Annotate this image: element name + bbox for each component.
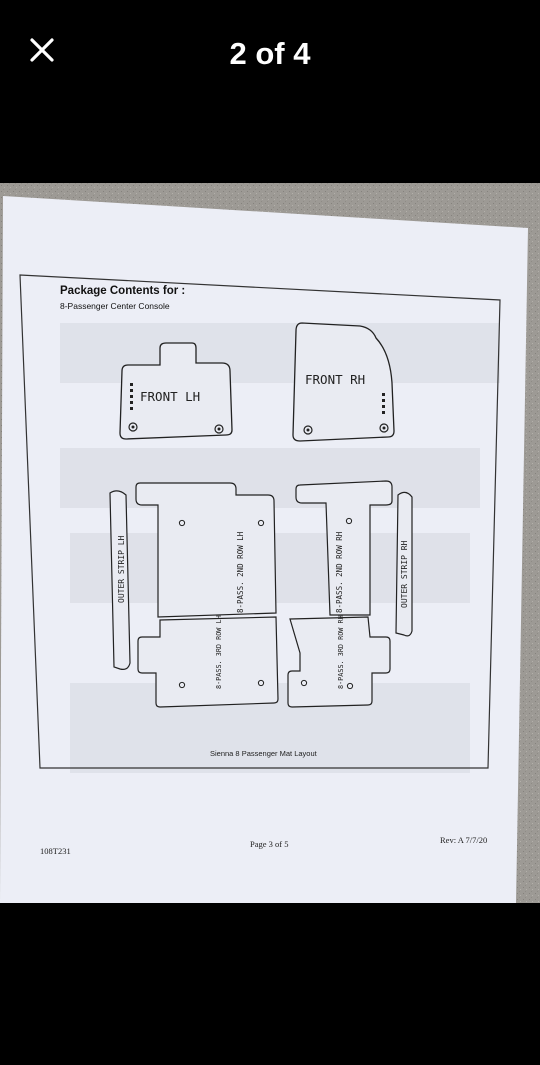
label-second-row-lh: 8-PASS. 2ND ROW LH (236, 531, 245, 613)
document-photo: Package Contents for : 8-Passenger Cente… (0, 183, 540, 903)
mat-front-lh: FRONT LH (119, 342, 233, 440)
label-outer-strip-lh: OUTER STRIP LH (117, 535, 126, 603)
viewer-top-bar: 2 of 4 (0, 0, 540, 110)
revision-label: Rev: A 7/7/20 (440, 835, 487, 845)
label-second-row-rh: 8-PASS. 2ND ROW RH (335, 531, 344, 613)
mat-outer-strip-rh: OUTER STRIP RH (395, 491, 413, 637)
viewer-bottom-bar (0, 903, 540, 1065)
mat-second-row-lh: 8-PASS. 2ND ROW LH (135, 482, 277, 618)
label-third-row-lh: 8-PASS. 3RD ROW LH (215, 615, 223, 689)
part-number: 108T231 (40, 846, 71, 856)
label-third-row-rh: 8-PASS. 3RD ROW RH (337, 615, 345, 689)
page-label: Page 3 of 5 (250, 839, 288, 849)
label-front-rh: FRONT RH (305, 372, 365, 387)
photo-image[interactable]: Package Contents for : 8-Passenger Cente… (0, 183, 540, 903)
close-icon (30, 38, 54, 62)
header-title: Package Contents for : (60, 285, 185, 297)
header-subtitle: 8-Passenger Center Console (60, 301, 170, 311)
layout-caption: Sienna 8 Passenger Mat Layout (210, 749, 318, 758)
image-counter: 2 of 4 (229, 36, 311, 71)
layout-frame (19, 274, 501, 769)
close-button[interactable] (24, 32, 60, 68)
mat-third-row-lh: 8-PASS. 3RD ROW LH (137, 615, 279, 708)
label-front-lh: FRONT LH (140, 389, 200, 404)
label-outer-strip-rh: OUTER STRIP RH (400, 540, 409, 608)
mat-outer-strip-lh: OUTER STRIP LH (109, 490, 131, 670)
mat-front-rh: FRONT RH (292, 322, 395, 442)
mat-third-row-rh: 8-PASS. 3RD ROW RH (287, 615, 391, 708)
mat-second-row-rh: 8-PASS. 2ND ROW RH (295, 480, 393, 616)
